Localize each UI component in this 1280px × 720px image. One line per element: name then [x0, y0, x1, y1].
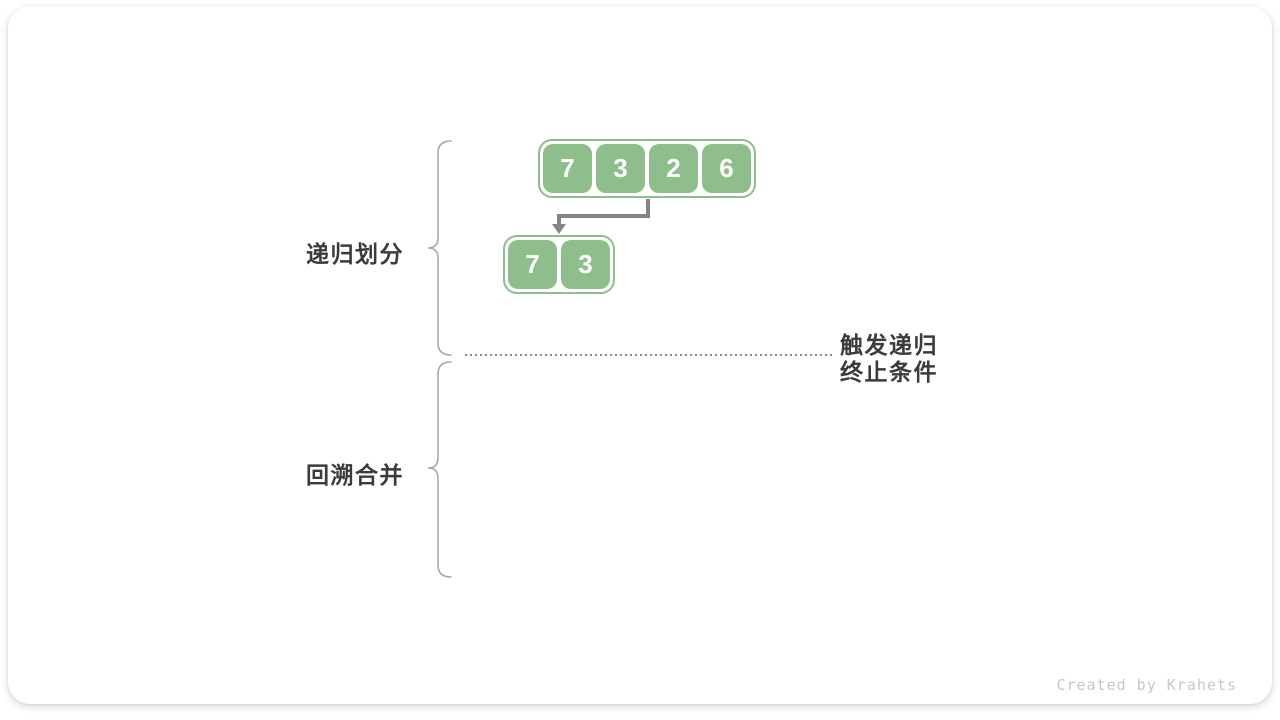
array-cell: 3 [596, 144, 645, 193]
termination-condition-label: 触发递归 终止条件 [840, 332, 938, 386]
array-cell: 7 [508, 240, 557, 289]
array-cell: 6 [702, 144, 751, 193]
divide-arrow [552, 199, 650, 234]
array-cell: 3 [561, 240, 610, 289]
array-cell: 7 [543, 144, 592, 193]
watermark-credit: Created by Krahets [1056, 676, 1237, 694]
merge-brace [427, 361, 452, 578]
divide-phase-label: 递归划分 [306, 241, 404, 267]
termination-condition-line2: 终止条件 [840, 359, 938, 385]
array-level-1: 7 3 [503, 235, 615, 294]
termination-dotted-line [465, 354, 835, 356]
merge-phase-label: 回溯合并 [306, 462, 404, 488]
array-level-0: 7 3 2 6 [538, 139, 756, 198]
termination-condition-line1: 触发递归 [840, 332, 938, 358]
divide-brace [427, 140, 452, 356]
array-cell: 2 [649, 144, 698, 193]
